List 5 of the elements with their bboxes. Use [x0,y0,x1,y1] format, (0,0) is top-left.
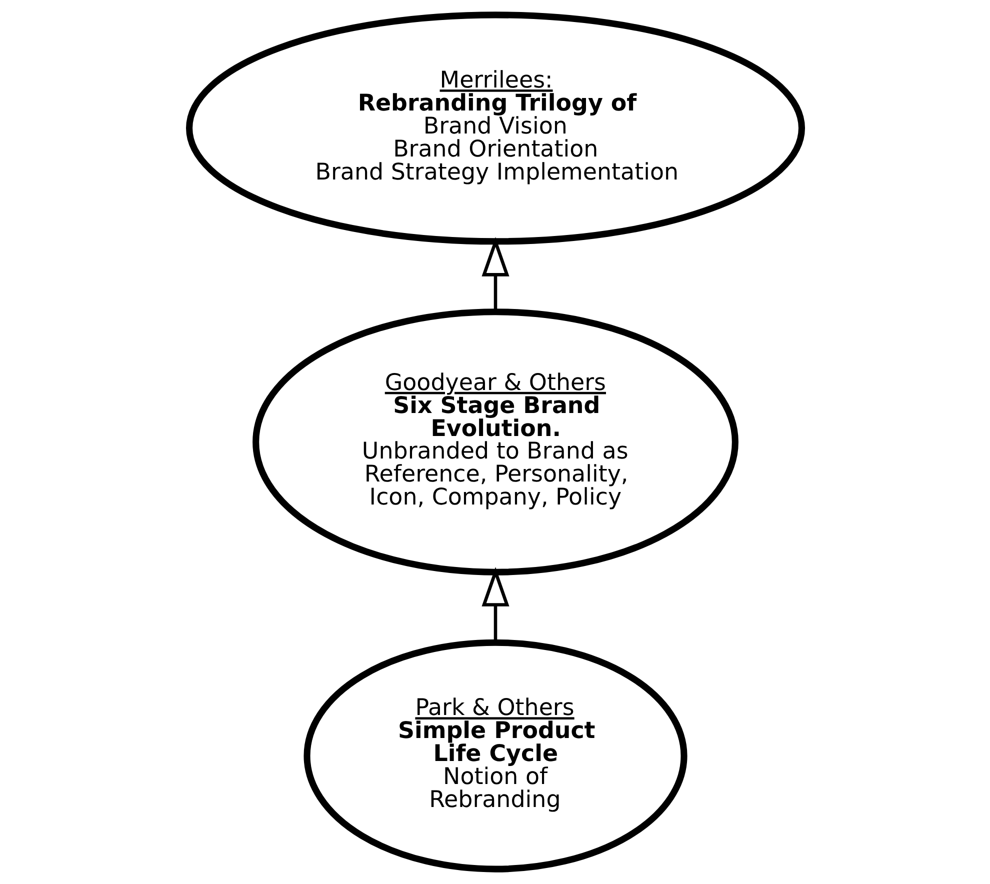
node-ellipse: Merrilees: Rebranding Trilogy of Brand Vision Brand Orientation Brand Strategy Implementation [186,12,805,245]
arrow [481,566,509,642]
node-ellipse: Park & Others Simple Product Life Cycle Notion of Rebranding [303,639,687,872]
arrow [481,236,509,312]
node-ellipse: Goodyear & Others Six Stage Brand Evolution. Unbranded to Brand as Reference, Personality, Icon, Company, Policy [252,308,738,576]
